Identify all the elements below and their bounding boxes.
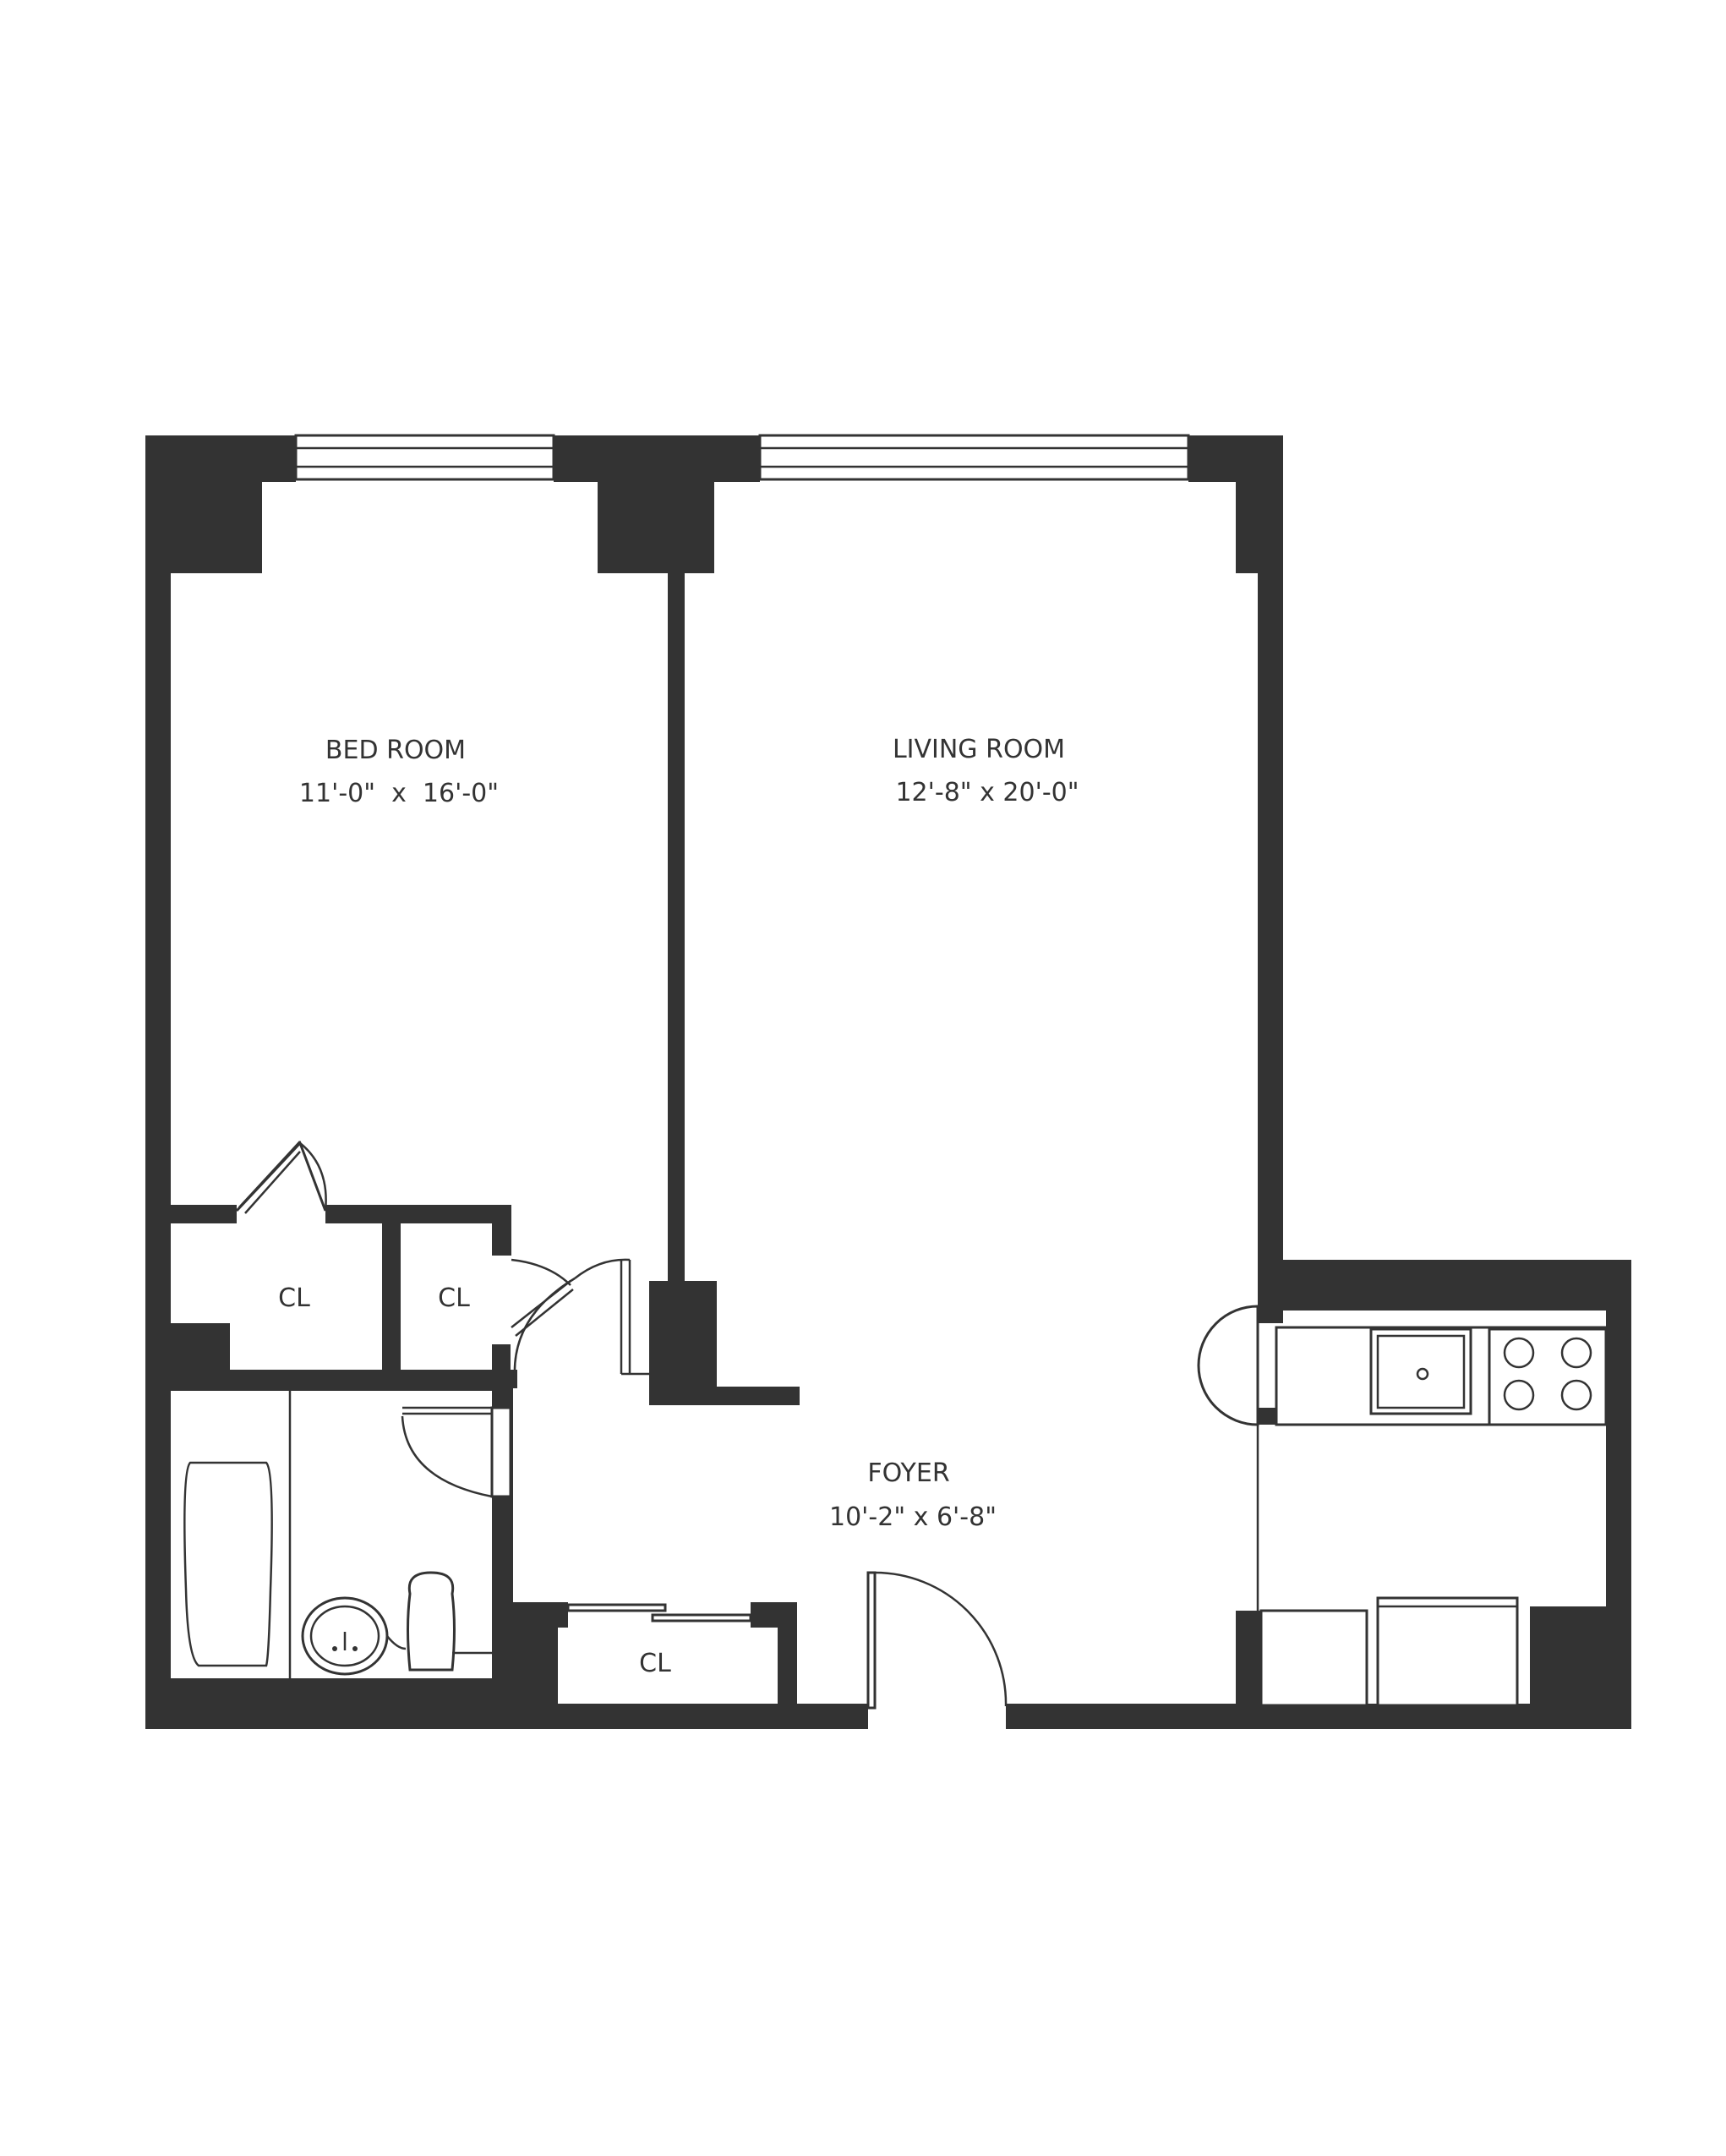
- kitchen-sink-icon: [1369, 1327, 1472, 1415]
- kitchen-cabinet: [1259, 1609, 1368, 1707]
- door-swing-icon: [235, 1141, 327, 1214]
- door-swing-icon: [511, 1258, 649, 1387]
- living-room-label: LIVING ROOM: [893, 735, 1065, 764]
- living-room-dimensions: 12'-8" x 20'-0": [895, 778, 1079, 807]
- door-swing-icon: [866, 1571, 1008, 1710]
- door-swing-icon: [401, 1406, 512, 1498]
- bathtub-icon: [183, 1388, 292, 1678]
- bedroom-dimensions: 11'-0" x 16'-0": [299, 779, 499, 808]
- stove-icon: [1488, 1327, 1608, 1426]
- window-icon: [758, 434, 1190, 481]
- interior-walls: [145, 566, 800, 1716]
- exterior-walls: [145, 435, 1631, 1729]
- door-swing-icon: [566, 1603, 752, 1622]
- bedroom-closet-label: CL: [278, 1283, 310, 1313]
- refrigerator-icon: [1376, 1596, 1519, 1707]
- sink-icon: [301, 1596, 407, 1676]
- hall-closet-label: CL: [438, 1283, 470, 1313]
- toilet-icon: [407, 1571, 492, 1672]
- bedroom-label: BED ROOM: [325, 736, 466, 765]
- foyer-dimensions: 10'-2" x 6'-8": [829, 1502, 997, 1532]
- door-swing-icon: [1197, 1305, 1283, 1611]
- foyer-closet-label: CL: [639, 1649, 671, 1678]
- foyer-label: FOYER: [867, 1458, 949, 1488]
- window-icon: [294, 434, 555, 481]
